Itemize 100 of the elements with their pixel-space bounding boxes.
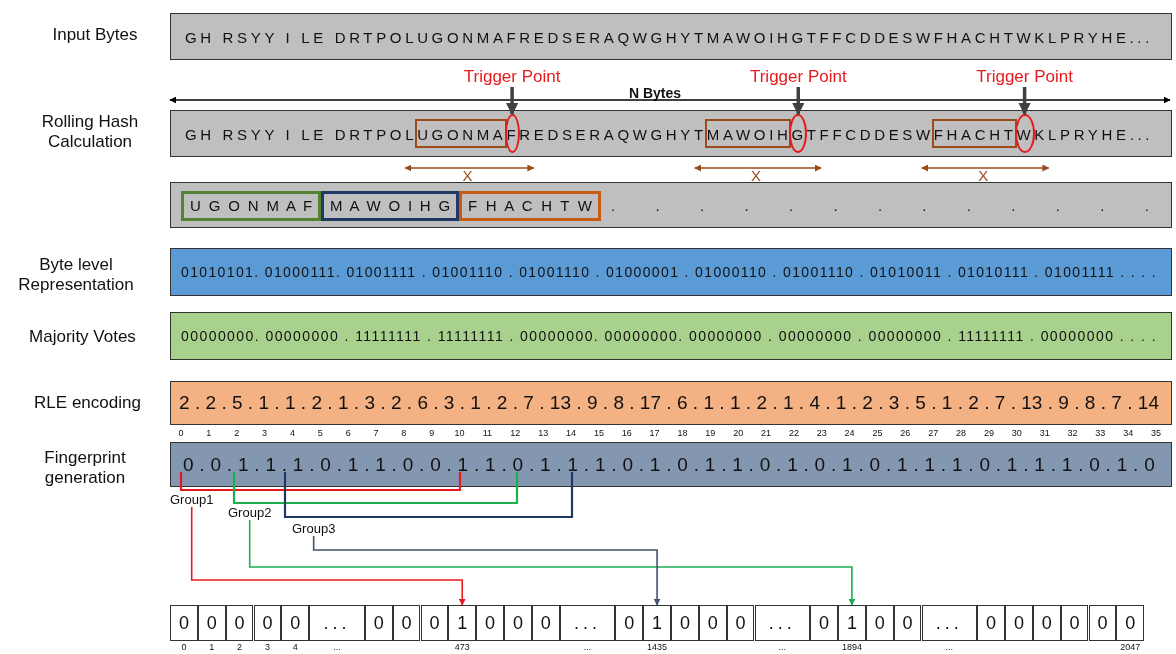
index-number: 19 <box>704 428 717 439</box>
index-number: 2 <box>236 642 244 653</box>
index-number: 23 <box>815 428 828 439</box>
index-number: 473 <box>453 642 471 653</box>
array-cell: 0 <box>1032 605 1061 641</box>
row-title: Majority Votes <box>28 327 137 348</box>
index-number: 2 <box>233 428 241 439</box>
index-number: 15 <box>592 428 605 439</box>
row-title: Input Bytes <box>51 25 139 46</box>
dimension-label: X <box>461 167 474 185</box>
data-bar <box>170 312 1172 360</box>
group-label: Group1 <box>170 492 214 507</box>
data-bar <box>170 110 1172 157</box>
bit-sequence: 0 . 0 . 1 . 1 . 1 . 0 . 1 . 1 . 0 . 0 . 1 . 1 . 0 . 1 . 1 . 1 . 0 . 1 . 0 . 1 . 1 . 0 . 1 . 0 . 1 . 0 . 1 . 1 . 1 . 0 . 1 . 1 . 1 . 0 . 1 . 0 <box>183 453 1155 476</box>
index-number: 16 <box>620 428 633 439</box>
arrow <box>505 87 519 116</box>
array-cell: 0 <box>977 605 1005 641</box>
array-cell: 0 <box>865 605 894 641</box>
row-title: Byte level Representation <box>17 255 135 296</box>
highlight-ellipse <box>789 114 808 153</box>
index-number: ... <box>777 642 788 653</box>
array-cell: 0 <box>615 605 644 641</box>
dimension-label: N Bytes <box>627 85 683 102</box>
index-number: 29 <box>982 428 995 439</box>
group-label: Group3 <box>292 521 336 536</box>
array-cell: 0 <box>364 605 393 641</box>
index-number: 22 <box>787 428 800 439</box>
array-cell: 0 <box>531 605 560 641</box>
byte-sequence: GH RSYY I LE DRTPOLUGONMAFREDSERAQWGHYTMAWOIHGTFFCDDESWFHACHTWKLPRYHE... <box>185 28 1153 45</box>
arrow <box>792 87 805 116</box>
array-cell: 0 <box>1088 605 1117 641</box>
ellipsis-dots: . . . . . . . . . . . . . <box>611 196 1167 214</box>
index-number: 21 <box>760 428 773 439</box>
index-number: 13 <box>537 428 550 439</box>
character-window: M A W O I H G <box>321 191 459 221</box>
index-number: 8 <box>400 428 408 439</box>
array-cell: 0 <box>225 605 254 641</box>
array-cell: 0 <box>671 605 699 641</box>
array-cell: 0 <box>726 605 755 641</box>
array-cell: ... <box>309 605 365 641</box>
index-number: 26 <box>899 428 912 439</box>
array-cell: 0 <box>281 605 310 641</box>
row-title: Rolling Hash Calculation <box>40 112 140 153</box>
trigger-label: Trigger Point <box>463 67 561 87</box>
index-number: 6 <box>344 428 352 439</box>
binary-sequence: 00000000. 00000000 . 11111111 . 11111111 . 00000000. 00000000. 00000000 . 00000000 . 00000000 . 11111111 . 00000000 . . . . <box>181 328 1157 344</box>
index-number: ... <box>582 642 593 653</box>
array-cell: 0 <box>420 605 449 641</box>
index-number: 17 <box>648 428 661 439</box>
index-number: 1894 <box>840 642 863 653</box>
array-cell: 0 <box>893 605 922 641</box>
segment-bar <box>170 182 1172 228</box>
array-cell: 0 <box>170 605 198 641</box>
dimension-label: X <box>977 167 990 185</box>
data-bar <box>170 442 1172 487</box>
index-number: 20 <box>732 428 745 439</box>
arrow <box>248 519 856 606</box>
array-cell: ... <box>921 605 978 641</box>
index-number: 12 <box>509 428 522 439</box>
index-number: 4 <box>288 428 296 439</box>
array-cell: 0 <box>1005 605 1033 641</box>
trigger-label: Trigger Point <box>749 67 847 87</box>
index-number: 14 <box>565 428 578 439</box>
window-frame <box>415 119 507 148</box>
run-length-sequence: 2 . 2 . 5 . 1 . 1 . 2 . 1 . 3 . 2 . 6 . 3 . 1 . 2 . 7 . 13 . 9 . 8 . 17 . 6 . 1 . 1 . 2 . 1 . 4 . 1 . 2 . 3 . 5 . 1 . 2 . 7 . 13 . 9 . 8 . 7 . 14 <box>179 392 1159 414</box>
index-number: 24 <box>843 428 856 439</box>
index-number: 1 <box>205 428 213 439</box>
window-frame <box>931 119 1017 148</box>
arrow <box>312 535 661 606</box>
index-number: 27 <box>927 428 940 439</box>
group-label: Group2 <box>228 505 272 520</box>
arrow <box>190 506 466 606</box>
window-frame <box>704 119 792 148</box>
array-cell: 1 <box>643 605 671 641</box>
row-title: Fingerprint generation <box>43 448 127 489</box>
index-number: 5 <box>316 428 324 439</box>
character-window: F H A C H T W <box>459 191 601 221</box>
index-number: 2047 <box>1119 642 1142 653</box>
array-cell: 1 <box>838 605 866 641</box>
array-cell: 0 <box>476 605 504 641</box>
array-cell: 0 <box>1060 605 1089 641</box>
index-number: ... <box>332 642 342 653</box>
index-number: 28 <box>955 428 968 439</box>
index-number: 35 <box>1150 428 1163 439</box>
array-cell: 0 <box>698 605 727 641</box>
index-number: 0 <box>177 428 185 439</box>
index-number: 3 <box>263 642 271 653</box>
index-number: 0 <box>180 642 188 653</box>
index-number: 32 <box>1066 428 1079 439</box>
array-cell: 0 <box>504 605 532 641</box>
data-bar <box>170 13 1172 60</box>
index-number: 30 <box>1010 428 1023 439</box>
index-number: 1 <box>208 642 216 653</box>
index-number: 7 <box>372 428 380 439</box>
array-cell: 0 <box>197 605 226 641</box>
index-number: 11 <box>481 428 494 439</box>
trigger-label: Trigger Point <box>976 67 1073 87</box>
index-number: 9 <box>428 428 436 439</box>
array-cell: ... <box>754 605 811 641</box>
data-bar <box>170 381 1172 425</box>
